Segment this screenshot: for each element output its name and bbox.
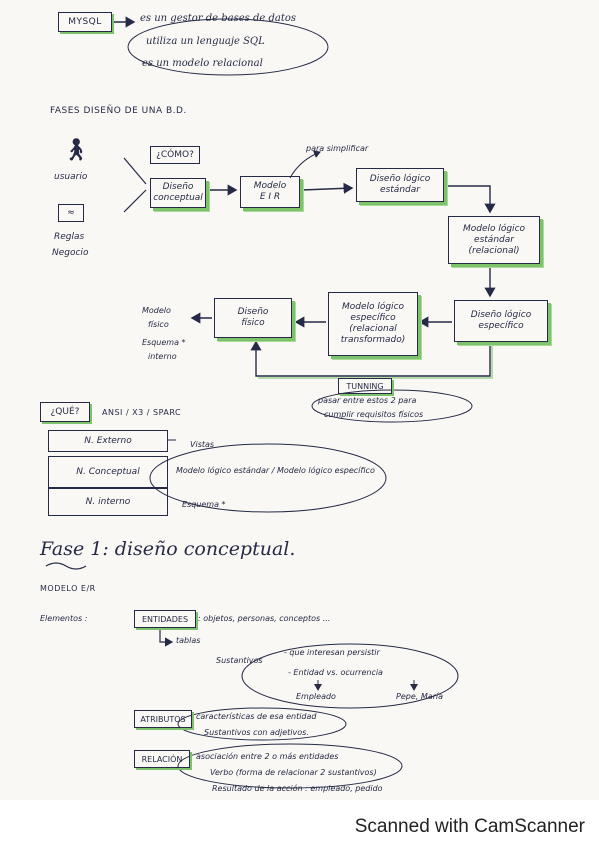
modelo-esp-line-3: (relacional bbox=[349, 324, 397, 334]
header-line-3: es un modelo relacional bbox=[142, 58, 263, 69]
empleado-label: Empleado bbox=[296, 692, 336, 701]
conceptual-line-2: conceptual bbox=[153, 193, 203, 203]
modelo-std-line-2: estándar bbox=[474, 234, 514, 245]
diseno-conceptual-box: Diseño conceptual bbox=[150, 178, 206, 208]
relacion-def-1: asociación entre 2 o más entidades bbox=[196, 752, 339, 761]
tunning-note-1: pasar entre estos 2 para bbox=[318, 396, 417, 405]
diagram-lines bbox=[45, 16, 496, 789]
fisico-line-2: físico bbox=[241, 318, 265, 328]
modelo-std-line-1: Modelo lógico bbox=[462, 223, 526, 234]
eir-line-1: Modelo bbox=[253, 181, 287, 191]
nivel-conceptual-box: N. Conceptual bbox=[48, 456, 168, 488]
modelo-esp-line-4: transformado) bbox=[340, 335, 406, 345]
rules-icon: ≈ bbox=[58, 204, 84, 222]
modelo-logico-especifico-box: Modelo lógico específico (relacional tra… bbox=[328, 292, 418, 356]
scanner-footer: Scanned with CamScanner bbox=[0, 800, 599, 848]
diseno-logico-especifico-box: Diseño lógico específico bbox=[454, 300, 548, 342]
fisico-line-1: Diseño bbox=[237, 307, 269, 317]
tablas-label: tablas bbox=[176, 636, 201, 645]
diseno-logico-estandar-box: Diseño lógico estándar bbox=[356, 168, 444, 202]
que-box: ¿QUÉ? bbox=[40, 402, 90, 422]
modelo-eir-box: Modelo E I R bbox=[240, 176, 300, 208]
relacion-box: RELACIÓN bbox=[134, 750, 190, 768]
logico-esp-line-2: específico bbox=[478, 321, 524, 331]
header-line-1: es un gestor de bases de datos bbox=[140, 13, 296, 24]
tunning-note-2: cumplir requisitos físicos bbox=[324, 410, 424, 419]
camscanner-watermark: Scanned with CamScanner bbox=[354, 816, 585, 837]
logico-esp-line-1: Diseño lógico bbox=[470, 310, 532, 320]
nivel-externo-label: N. Externo bbox=[84, 436, 132, 446]
mysql-box: MYSQL bbox=[58, 12, 112, 32]
modelo-logico-estandar-box: Modelo lógico estándar (relacional) bbox=[448, 216, 540, 264]
tunning-label: TUNNING bbox=[346, 381, 384, 391]
modelos-label: Modelo lógico estándar / Modelo lógico e… bbox=[176, 466, 375, 475]
modelo-std-line-3: (relacional) bbox=[468, 245, 520, 256]
modelo-fisico-line-1: Modelo bbox=[142, 306, 171, 315]
como-label: ¿CÓMO? bbox=[156, 149, 194, 160]
modelo-er-title: MODELO E/R bbox=[40, 584, 96, 593]
nivel-interno-box: N. interno bbox=[48, 488, 168, 516]
relacion-def-2: Verbo (forma de relacionar 2 sustantivos… bbox=[210, 768, 377, 777]
logico-std-line-2: estándar bbox=[380, 185, 420, 195]
atributos-def-2: Sustantivos con adjetivos. bbox=[204, 728, 309, 737]
elementos-label: Elementos : bbox=[40, 614, 88, 623]
nivel-interno-label: N. interno bbox=[85, 497, 131, 507]
sustantivo-item-2: - Entidad vs. ocurrencia bbox=[288, 668, 383, 677]
atributos-label: ATRIBUTOS bbox=[140, 714, 186, 724]
simplificar-note: para simplificar bbox=[306, 144, 369, 153]
pepe-maria-label: Pepe, María bbox=[396, 692, 444, 701]
nivel-externo-box: N. Externo bbox=[48, 430, 168, 452]
entidades-label: ENTIDADES bbox=[141, 614, 189, 624]
que-label: ¿QUÉ? bbox=[50, 406, 80, 417]
negocio-label: Negocio bbox=[52, 248, 89, 258]
modelo-esp-line-1: Modelo lógico bbox=[341, 302, 405, 312]
esquema-interno-line-1: Esquema * bbox=[142, 338, 186, 347]
entidades-box: ENTIDADES bbox=[134, 610, 196, 628]
reglas-label: Reglas bbox=[54, 232, 85, 242]
que-text: ANSI / X3 / SPARC bbox=[102, 408, 182, 417]
relacion-label: RELACIÓN bbox=[141, 754, 183, 764]
usuario-label: usuario bbox=[54, 172, 88, 182]
person-icon: 🚶︎ bbox=[62, 138, 90, 163]
esquema-interno-line-2: interno bbox=[148, 352, 177, 361]
atributos-def-1: características de esa entidad bbox=[196, 712, 317, 721]
sustantivos-label: Sustantivos bbox=[216, 656, 263, 665]
relacion-def-3: Resultado de la acción : empleado, pedid… bbox=[212, 784, 383, 793]
diseno-fisico-box: Diseño físico bbox=[214, 298, 292, 338]
sustantivo-item-1: - que interesan persistir bbox=[284, 648, 380, 657]
fase-title: Fase 1: diseño conceptual. bbox=[40, 538, 296, 560]
header-line-2: utiliza un lenguaje SQL bbox=[146, 36, 265, 47]
tunning-box: TUNNING bbox=[338, 378, 392, 394]
como-box: ¿CÓMO? bbox=[150, 146, 200, 164]
entidades-def: : objetos, personas, conceptos ... bbox=[198, 614, 331, 623]
modelo-fisico-line-2: físico bbox=[148, 320, 169, 329]
nivel-conceptual-label: N. Conceptual bbox=[76, 467, 140, 477]
vistas-label: Vistas bbox=[190, 440, 215, 449]
logico-std-line-1: Diseño lógico bbox=[369, 174, 431, 184]
eir-line-2: E I R bbox=[259, 192, 281, 202]
section-title: FASES DISEÑO DE UNA B.D. bbox=[50, 106, 187, 116]
atributos-box: ATRIBUTOS bbox=[134, 710, 192, 728]
scanned-page: MYSQL es un gestor de bases de datos uti… bbox=[40, 12, 548, 793]
conceptual-line-1: Diseño bbox=[162, 182, 194, 192]
modelo-esp-line-2: específico bbox=[350, 313, 396, 323]
esquema-label: Esquema * bbox=[182, 500, 226, 509]
